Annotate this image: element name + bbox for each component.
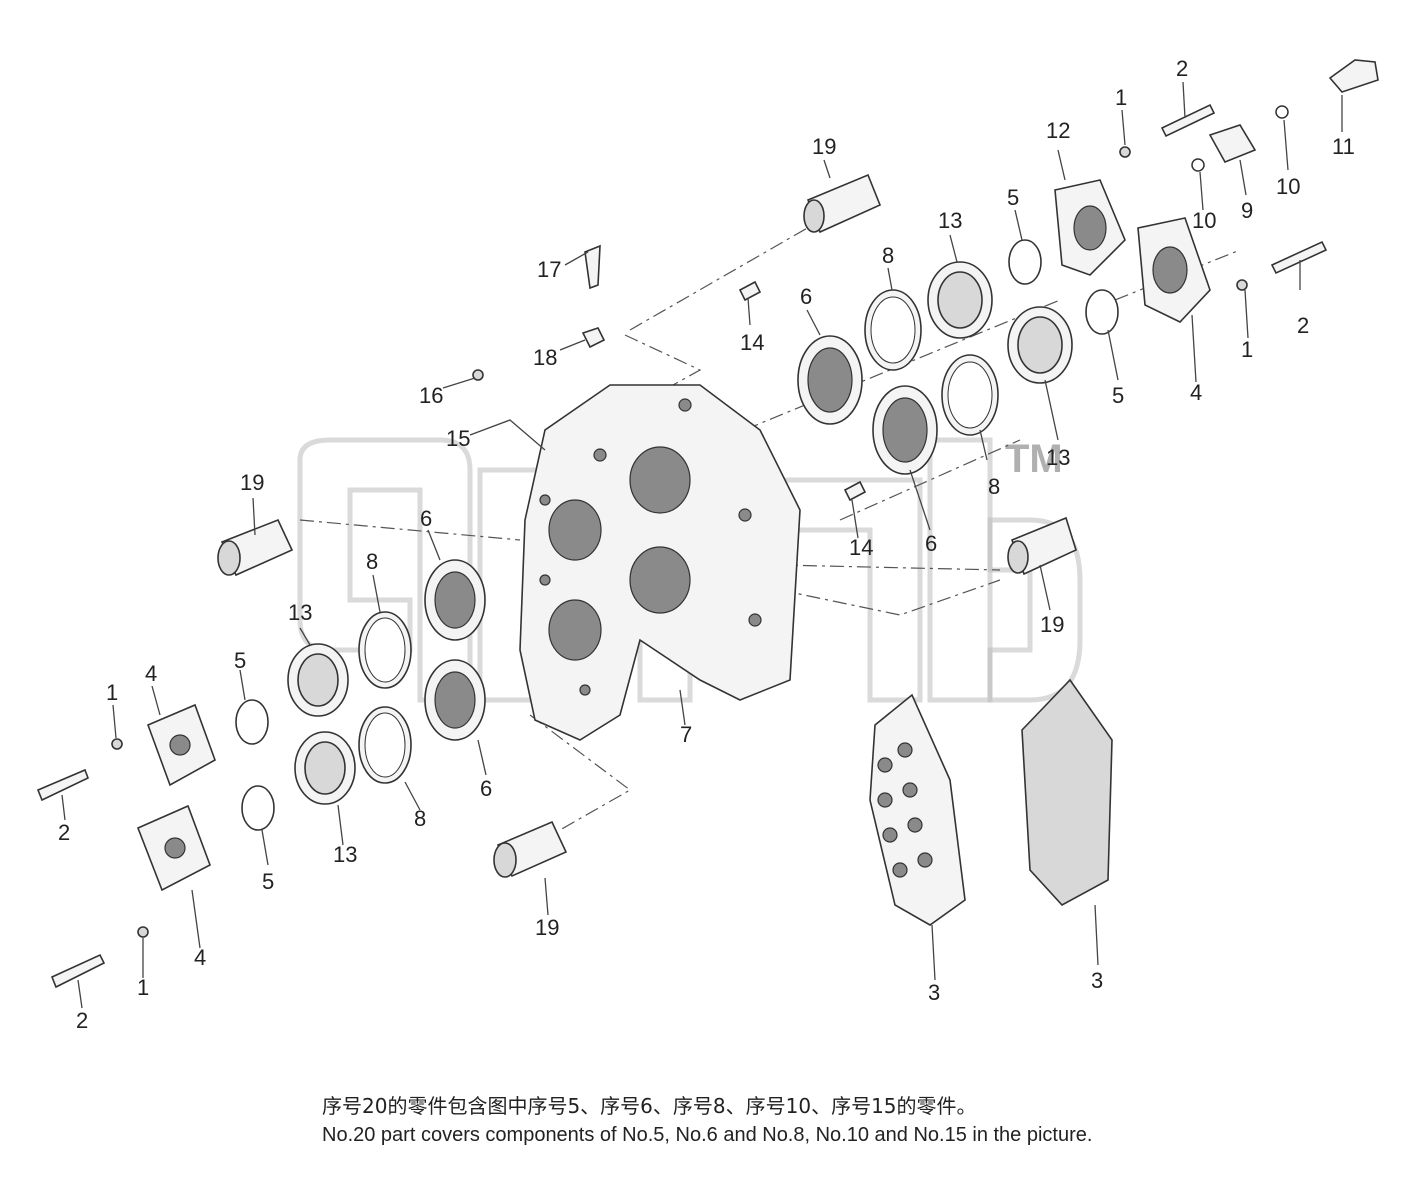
callout-1: 1: [106, 680, 118, 705]
callout-5: 5: [1007, 185, 1019, 210]
callout-8: 8: [988, 474, 1000, 499]
callout-2: 2: [58, 820, 70, 845]
callout-19: 19: [535, 915, 559, 940]
callout-5: 5: [1112, 383, 1124, 408]
callout-15: 15: [446, 426, 470, 451]
callout-13: 13: [1046, 445, 1070, 470]
callout-2: 2: [76, 1008, 88, 1033]
left-covers: [136, 703, 216, 892]
callout-1: 1: [1241, 337, 1253, 362]
callout-8: 8: [414, 806, 426, 831]
leader-lines: [61, 81, 1343, 1009]
left-piston-group: [235, 559, 486, 831]
callout-10: 10: [1276, 174, 1300, 199]
callout-11: 11: [1332, 134, 1355, 159]
callout-6: 6: [800, 284, 812, 309]
callout-4: 4: [1190, 380, 1202, 405]
callout-2: 2: [1176, 56, 1188, 81]
callout-1: 1: [1115, 85, 1127, 110]
callout-14: 14: [849, 535, 873, 560]
pin-right: [1007, 516, 1077, 576]
right-piston-group: [797, 239, 1119, 475]
watermark-tm-text: TM: [1005, 437, 1063, 481]
callout-13: 13: [288, 600, 312, 625]
callout-labels: 1 2 12 11 10 10 9 19 5 13 8 17 6 2 14 1 …: [58, 56, 1355, 1033]
brake-pads: [869, 678, 1113, 926]
pin-bottom: [493, 820, 568, 878]
callout-6: 6: [480, 776, 492, 801]
callout-3: 3: [928, 980, 940, 1005]
callout-19: 19: [812, 134, 836, 159]
right-bolts-fittings: [1119, 59, 1379, 291]
callout-3: 3: [1091, 968, 1103, 993]
callout-13: 13: [938, 208, 962, 233]
callout-18: 18: [533, 345, 557, 370]
footnote-english: No.20 part covers components of No.5, No…: [322, 1124, 1093, 1146]
footnote-chinese: 序号20的零件包含图中序号5、序号6、序号8、序号10、序号15的零件。: [322, 1094, 977, 1118]
callout-13: 13: [333, 842, 357, 867]
pin-top: [803, 173, 882, 234]
callout-4: 4: [194, 945, 206, 970]
callout-17: 17: [537, 257, 561, 282]
callout-6: 6: [925, 531, 937, 556]
callout-9: 9: [1241, 198, 1253, 223]
callout-8: 8: [366, 549, 378, 574]
callout-5: 5: [234, 648, 246, 673]
caliper-housing: [519, 384, 801, 741]
callout-2: 2: [1297, 313, 1309, 338]
callout-7: 7: [680, 722, 692, 747]
guide-pins: [217, 173, 1077, 878]
left-bolts: [36, 738, 149, 989]
callout-14: 14: [740, 330, 764, 355]
callout-4: 4: [145, 661, 157, 686]
callout-10: 10: [1192, 208, 1216, 233]
callout-16: 16: [419, 383, 443, 408]
callout-19: 19: [1040, 612, 1064, 637]
right-covers: [1054, 179, 1211, 323]
callout-12: 12: [1046, 118, 1070, 143]
callout-5: 5: [262, 869, 274, 894]
callout-1: 1: [137, 975, 149, 1000]
callout-6: 6: [420, 506, 432, 531]
callout-19: 19: [240, 470, 264, 495]
small-fittings: [472, 244, 867, 502]
callout-8: 8: [882, 243, 894, 268]
pin-left: [217, 518, 294, 577]
